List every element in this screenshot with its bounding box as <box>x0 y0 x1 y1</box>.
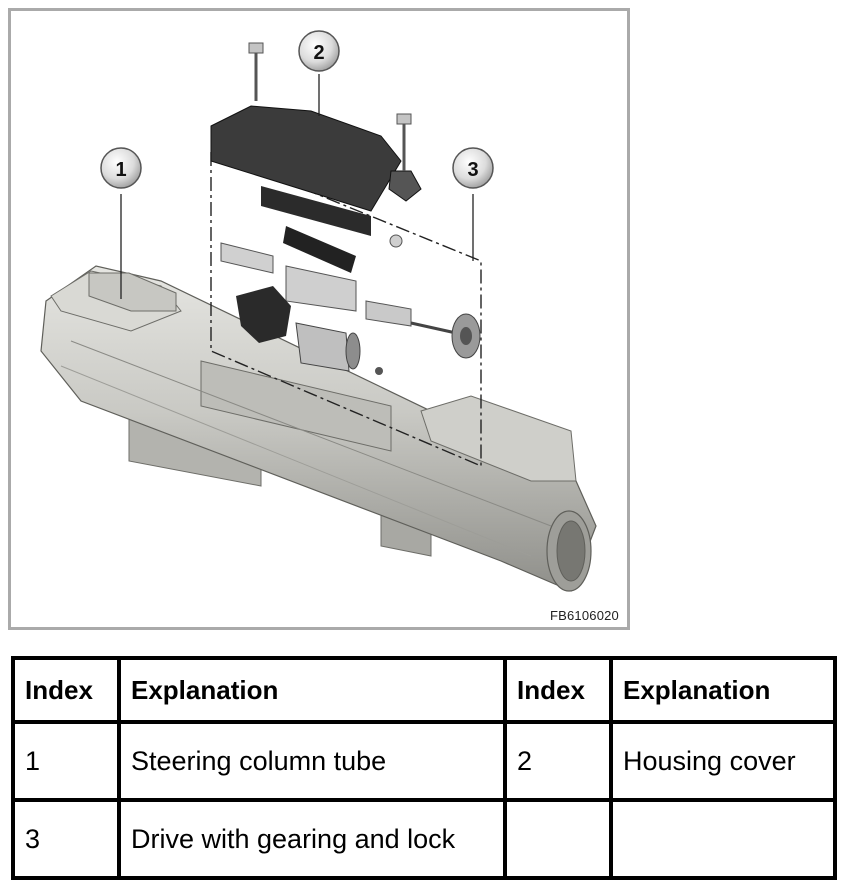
cell-explanation: Housing cover <box>609 720 837 802</box>
legend-header-row: Index Explanation Index Explanation <box>11 656 837 724</box>
callout-3: 3 <box>452 147 494 189</box>
housing-cover <box>210 105 422 236</box>
cell-index <box>503 798 613 880</box>
leader-lines <box>120 74 474 299</box>
header-explanation-1: Explanation <box>117 656 507 724</box>
cell-index: 2 <box>503 720 613 802</box>
header-index-1: Index <box>11 656 121 724</box>
header-index-2: Index <box>503 656 613 724</box>
figure-code: FB6106020 <box>549 608 619 623</box>
steering-lock-illustration: 1 2 3 <box>40 30 597 592</box>
cell-explanation <box>609 798 837 880</box>
component-group-frame <box>210 150 482 468</box>
screws <box>248 42 412 171</box>
drive-components <box>220 226 481 375</box>
legend-table: Index Explanation Index Explanation 1 St… <box>11 656 837 880</box>
cell-explanation: Steering column tube <box>117 720 507 802</box>
callout-3-label: 3 <box>467 159 478 181</box>
table-row: 1 Steering column tube 2 Housing cover <box>11 720 837 802</box>
callout-1-label: 1 <box>115 159 126 181</box>
steering-column-tube <box>40 265 597 592</box>
callout-1: 1 <box>100 147 142 189</box>
callout-2: 2 <box>298 30 340 72</box>
cell-explanation: Drive with gearing and lock <box>117 798 507 880</box>
cell-index: 1 <box>11 720 121 802</box>
cell-index: 3 <box>11 798 121 880</box>
table-row: 3 Drive with gearing and lock <box>11 798 837 880</box>
header-explanation-2: Explanation <box>609 656 837 724</box>
callout-2-label: 2 <box>313 42 324 64</box>
exploded-view-figure: 1 2 3 FB6106020 <box>8 8 630 630</box>
